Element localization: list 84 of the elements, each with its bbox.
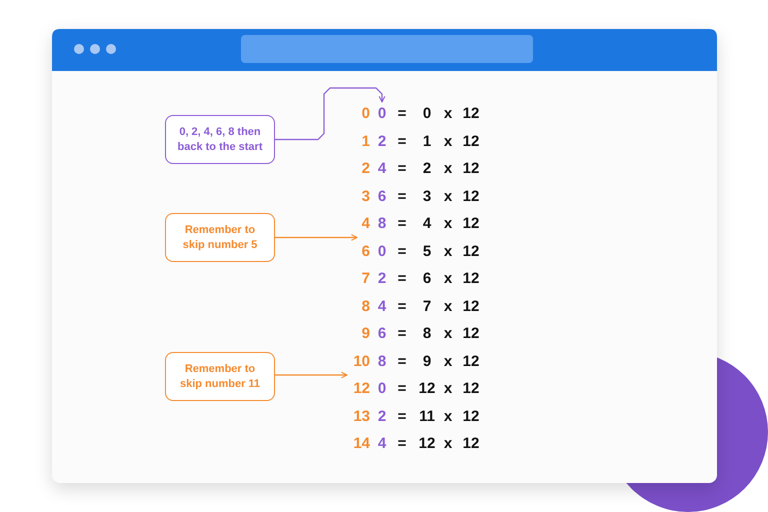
callout-box: Remember to skip number 11 bbox=[165, 352, 275, 401]
multiplicand: 12 bbox=[462, 105, 480, 123]
multiplicand: 12 bbox=[462, 270, 480, 288]
tens-digit: 9 bbox=[362, 325, 370, 343]
multiplicand: 12 bbox=[462, 298, 480, 316]
multiplier: 11 bbox=[418, 408, 436, 426]
tens-digit: 0 bbox=[362, 105, 370, 123]
equals-sign: = bbox=[396, 132, 408, 150]
equals-sign: = bbox=[396, 325, 408, 343]
equals-sign: = bbox=[396, 242, 408, 260]
units-digit: 4 bbox=[376, 435, 388, 453]
times-sign: x bbox=[442, 352, 454, 370]
multiplier: 3 bbox=[422, 188, 432, 206]
multiplicand: 12 bbox=[462, 160, 480, 178]
units-digit: 0 bbox=[376, 242, 388, 260]
times-sign: x bbox=[442, 132, 454, 150]
times-sign: x bbox=[442, 270, 454, 288]
tens-digit: 6 bbox=[362, 242, 370, 260]
tens-digit: 3 bbox=[362, 188, 370, 206]
times-sign: x bbox=[442, 105, 454, 123]
tens-digit: 4 bbox=[362, 215, 370, 233]
tens-digit: 8 bbox=[362, 298, 370, 316]
tens-digit: 14 bbox=[353, 435, 370, 453]
arrow bbox=[275, 87, 386, 140]
multiplier: 6 bbox=[422, 270, 432, 288]
equals-sign: = bbox=[396, 188, 408, 206]
multiplier: 7 bbox=[422, 298, 432, 316]
multiplicand: 12 bbox=[462, 435, 480, 453]
equals-sign: = bbox=[396, 298, 408, 316]
units-digit: 8 bbox=[376, 215, 388, 233]
tens-digit: 12 bbox=[353, 380, 370, 398]
arrow bbox=[275, 234, 358, 241]
callout-box: Remember to skip number 5 bbox=[165, 213, 275, 262]
multiplier: 5 bbox=[422, 242, 432, 260]
times-sign: x bbox=[442, 408, 454, 426]
multiplicand: 12 bbox=[462, 352, 480, 370]
multiplier: 8 bbox=[422, 325, 432, 343]
multiplicand: 12 bbox=[462, 188, 480, 206]
multiplier: 1 bbox=[422, 132, 432, 150]
units-digit: 6 bbox=[376, 325, 388, 343]
equals-sign: = bbox=[396, 215, 408, 233]
multiplier: 12 bbox=[418, 435, 436, 453]
times-sign: x bbox=[442, 242, 454, 260]
multiplicand: 12 bbox=[462, 242, 480, 260]
multiplicand: 12 bbox=[462, 380, 480, 398]
equals-sign: = bbox=[396, 408, 408, 426]
units-digit: 0 bbox=[376, 380, 388, 398]
equals-sign: = bbox=[396, 352, 408, 370]
tens-digit: 7 bbox=[362, 270, 370, 288]
equals-sign: = bbox=[396, 160, 408, 178]
multiplier: 0 bbox=[422, 105, 432, 123]
times-sign: x bbox=[442, 298, 454, 316]
units-digit: 8 bbox=[376, 352, 388, 370]
multiplicand: 12 bbox=[462, 215, 480, 233]
times-sign: x bbox=[442, 325, 454, 343]
tens-digit: 1 bbox=[362, 132, 370, 150]
multiplicand: 12 bbox=[462, 132, 480, 150]
tens-digit: 2 bbox=[362, 160, 370, 178]
units-digit: 4 bbox=[376, 298, 388, 316]
units-digit: 2 bbox=[376, 132, 388, 150]
times-sign: x bbox=[442, 160, 454, 178]
equals-sign: = bbox=[396, 105, 408, 123]
units-digit: 6 bbox=[376, 188, 388, 206]
times-sign: x bbox=[442, 435, 454, 453]
multiplier: 9 bbox=[422, 352, 432, 370]
multiplier: 4 bbox=[422, 215, 432, 233]
units-digit: 0 bbox=[374, 105, 390, 123]
times-sign: x bbox=[442, 215, 454, 233]
times-sign: x bbox=[442, 188, 454, 206]
tens-digit: 10 bbox=[353, 352, 370, 370]
equals-sign: = bbox=[396, 270, 408, 288]
units-digit: 2 bbox=[376, 408, 388, 426]
multiplicand: 12 bbox=[462, 408, 480, 426]
tens-digit: 13 bbox=[353, 408, 370, 426]
equals-sign: = bbox=[396, 435, 408, 453]
times-sign: x bbox=[442, 380, 454, 398]
multiplier: 12 bbox=[418, 380, 436, 398]
multiplier: 2 bbox=[422, 160, 432, 178]
units-digit: 2 bbox=[376, 270, 388, 288]
callout-box: 0, 2, 4, 6, 8 then back to the start bbox=[165, 115, 275, 164]
equals-sign: = bbox=[396, 380, 408, 398]
multiplicand: 12 bbox=[462, 325, 480, 343]
arrow bbox=[275, 372, 348, 378]
units-digit: 4 bbox=[376, 160, 388, 178]
